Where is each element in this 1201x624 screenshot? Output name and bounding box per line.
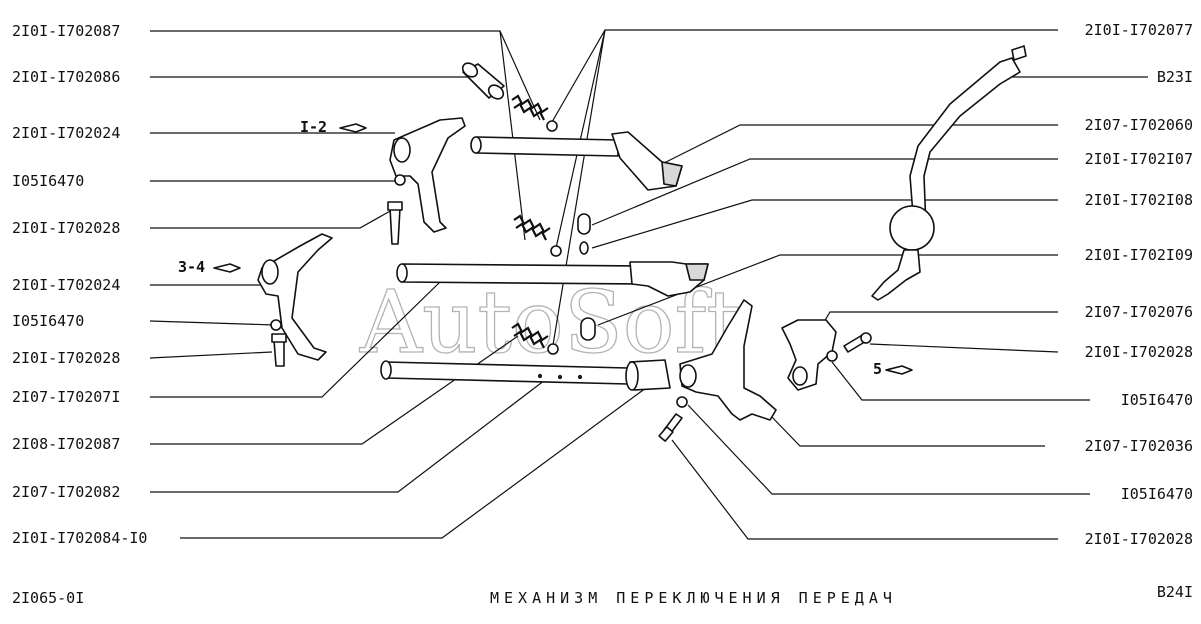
leader-line: [769, 414, 1045, 447]
part-number-label: 2I07-I702060: [1085, 116, 1193, 134]
lock-pin-part: [577, 213, 591, 235]
part-number-label: 2I0I-I702I09: [1085, 246, 1193, 264]
diagram-title: МЕХАНИЗМ ПЕРЕКЛЮЧЕНИЯ ПЕРЕДАЧ: [490, 589, 897, 607]
part-number-label: 2I07-I702036: [1085, 437, 1193, 455]
footer: 2I065-0I МЕХАНИЗМ ПЕРЕКЛЮЧЕНИЯ ПЕРЕДАЧ B…: [12, 583, 1193, 607]
leader-line: [150, 379, 546, 493]
part-number-label: 2I0I-I702028: [1085, 530, 1193, 548]
bushing-part-lower: [625, 359, 671, 391]
leader-line: [687, 404, 1090, 495]
part-number-label: 2I0I-I702087: [12, 22, 120, 40]
lock-plate-part: [580, 317, 596, 341]
spring-part-lower: [511, 322, 549, 349]
part-number-label: I05I6470: [12, 312, 84, 330]
ball-part: [550, 245, 562, 257]
leader-line: [150, 209, 393, 229]
diagram-code-left: 2I065-0I: [12, 589, 84, 607]
rod-lower: [380, 360, 629, 385]
bolt-part: [658, 413, 683, 442]
gear-mark-text: 5: [873, 360, 882, 378]
leader-line: [831, 361, 1090, 401]
part-number-label: 2I0I-I702028: [12, 219, 120, 237]
part-number-label: 2I0I-I702028: [1085, 343, 1193, 361]
car-icon: [213, 263, 241, 273]
labels-left: 2I0I-I702087 2I0I-I702086 2I0I-I702024 I…: [12, 22, 147, 547]
washer-part: [826, 350, 838, 362]
leader-line: [817, 311, 1058, 333]
leader-line: [591, 199, 1058, 249]
leader-line: [499, 30, 526, 241]
spring-part-middle: [513, 214, 551, 241]
part-number-label: I05I6470: [1121, 391, 1193, 409]
part-number-label: 2I07-I702076: [1085, 303, 1193, 321]
gear-lever-part: [871, 45, 1027, 301]
part-number-label: 2I0I-I702I07: [1085, 150, 1193, 168]
part-number-label: 2I08-I702087: [12, 435, 120, 453]
part-number-label: 2I0I-I702077: [1085, 21, 1193, 39]
leader-line: [869, 343, 1059, 353]
part-number-label: B23I: [1157, 68, 1193, 86]
rod-upper: [470, 131, 683, 191]
washer-part: [676, 396, 688, 408]
bolt-part: [843, 332, 872, 353]
car-icon: [885, 365, 913, 375]
leader-line: [149, 351, 273, 359]
gear-mark-text: I-2: [300, 118, 327, 136]
washer-part: [394, 174, 406, 186]
part-number-label: I05I6470: [12, 172, 84, 190]
fork-3-4-part: [257, 233, 333, 361]
bolt-part: [387, 201, 403, 245]
ball-part: [547, 343, 559, 355]
labels-right: 2I0I-I702077 B23I 2I07-I702060 2I0I-I702…: [1085, 21, 1193, 548]
bushing-part: [461, 62, 505, 100]
gear-mark-1-2: I-2: [300, 118, 367, 136]
lock-plunger-part: [579, 241, 589, 255]
leader-line: [597, 254, 1058, 326]
fork-5-part: [679, 299, 777, 421]
part-number-label: 2I0I-I702086: [12, 68, 120, 86]
gear-mark-text: 3-4: [178, 258, 205, 276]
part-number-label: 2I0I-I702024: [12, 124, 120, 142]
leader-line: [149, 320, 276, 326]
leader-line: [671, 439, 1058, 540]
leader-line: [552, 29, 606, 346]
bracket-part: [781, 319, 837, 391]
part-number-label: I05I6470: [1121, 485, 1193, 503]
leader-line: [180, 384, 651, 539]
leader-line: [150, 281, 441, 398]
leader-line: [591, 158, 1058, 226]
gear-mark-3-4: 3-4: [178, 258, 241, 276]
spring-part-upper: [511, 94, 549, 121]
diagram-code-right: B24I: [1157, 583, 1193, 601]
part-number-label: 2I07-I702082: [12, 483, 120, 501]
rod-middle: [396, 261, 709, 297]
part-number-label: 2I0I-I702028: [12, 349, 120, 367]
washer-part: [270, 319, 282, 331]
gear-mark-5: 5: [873, 360, 913, 378]
part-number-label: 2I07-I70207I: [12, 388, 120, 406]
part-number-label: 2I0I-I702084-I0: [12, 529, 147, 547]
part-number-label: 2I0I-I702I08: [1085, 191, 1193, 209]
bolt-part: [271, 333, 287, 367]
ball-part: [546, 120, 558, 132]
car-icon: [339, 123, 367, 133]
part-number-label: 2I0I-I702024: [12, 276, 120, 294]
